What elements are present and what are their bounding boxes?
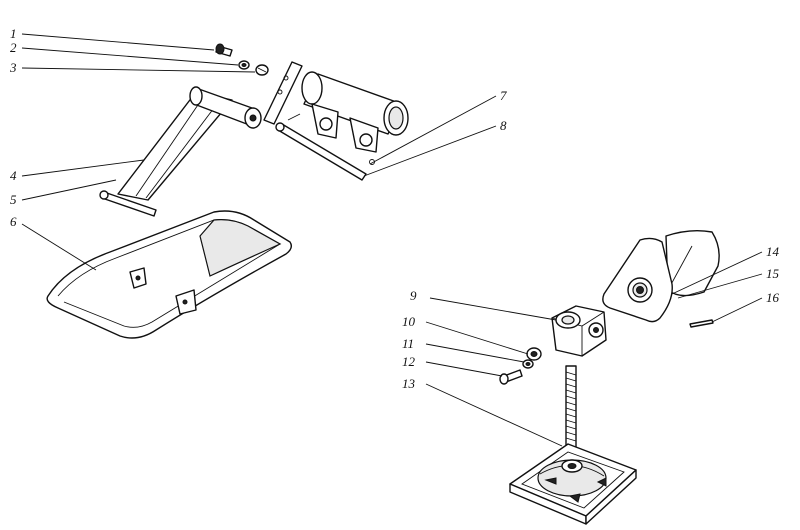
leader-lines [21,33,763,447]
leader-line-4 [21,159,145,177]
callout-2: 2 [10,40,17,55]
leader-line-7 [369,95,497,165]
leader-line-6 [21,223,97,271]
leader-line-1 [21,33,215,51]
leader-line-14 [671,251,763,295]
tray-part [46,210,293,339]
tube-clamp-part [301,71,409,153]
cotter-pin-part [689,319,714,328]
callout-11: 11 [402,336,414,351]
threaded-stud-base-part [509,365,637,525]
leader-line-10 [425,321,529,355]
bracket-arm-part [99,61,303,217]
small-bolt-part [499,369,523,385]
leader-line-9 [429,297,557,321]
mounting-plate-part [602,229,720,323]
callout-3: 3 [9,60,17,75]
long-pin-part [275,113,375,181]
callout-labels: 1 2 3 4 5 6 7 8 9 10 11 12 13 14 15 16 [9,26,780,391]
callout-12: 12 [402,354,416,369]
lock-washer-part [522,359,534,369]
leader-line-5 [21,179,117,201]
callout-7: 7 [500,88,507,103]
swivel-block-part [551,305,607,357]
callout-6: 6 [10,214,17,229]
callout-14: 14 [766,244,780,259]
leader-line-11 [425,343,525,363]
leader-line-2 [21,47,239,66]
leader-line-3 [21,67,256,73]
washer-part [238,60,250,70]
callout-4: 4 [10,168,17,183]
leader-line-15 [677,273,763,299]
bolt-part [215,43,233,57]
leader-line-8 [363,125,497,177]
washer-large-part [526,347,542,361]
callout-15: 15 [766,266,780,281]
callout-16: 16 [766,290,780,305]
leader-line-13 [425,383,563,447]
callout-5: 5 [10,192,17,207]
leader-line-12 [425,361,503,377]
callout-9: 9 [410,288,417,303]
nut-part [255,64,269,76]
callout-13: 13 [402,376,416,391]
callout-8: 8 [500,118,507,133]
callout-1: 1 [10,26,17,41]
callout-10: 10 [402,314,416,329]
leader-line-16 [711,297,763,323]
